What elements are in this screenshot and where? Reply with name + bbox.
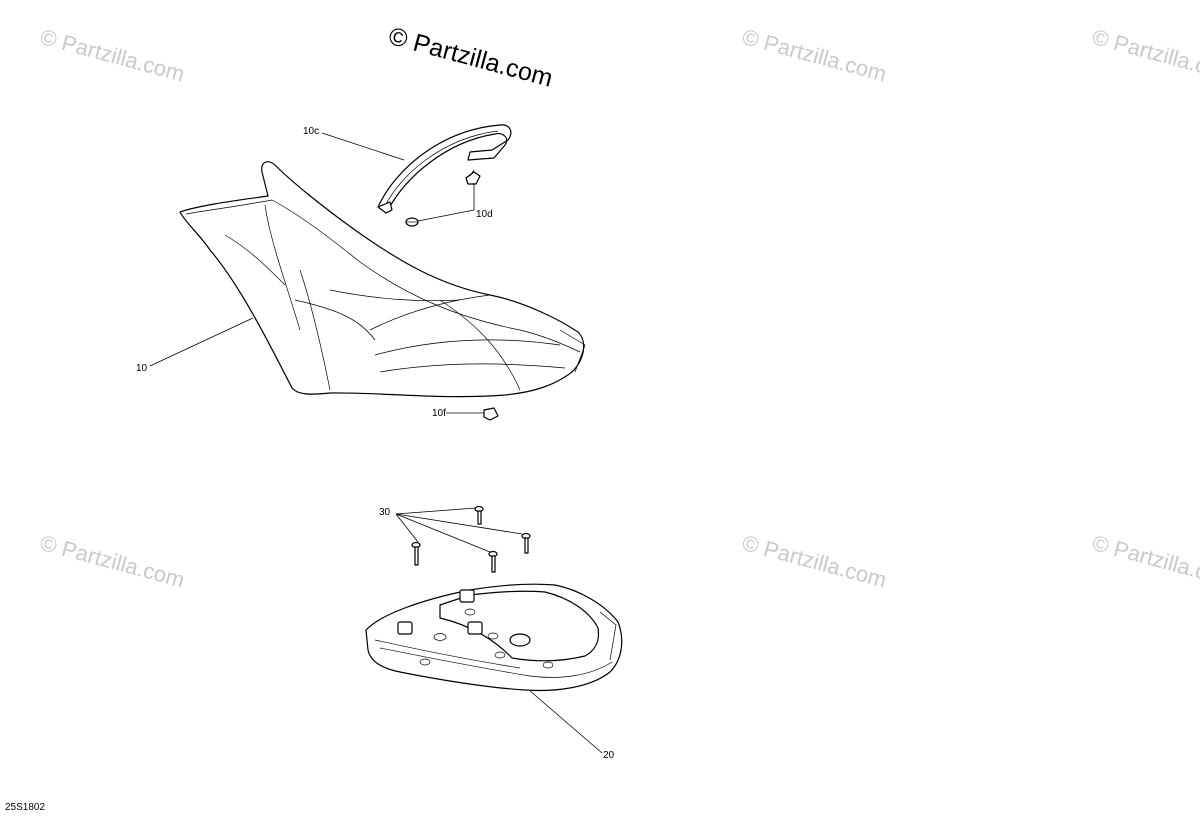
part-30-screws bbox=[411, 505, 531, 573]
callout-20: 20 bbox=[603, 750, 615, 761]
callout-10: 10 bbox=[136, 363, 148, 374]
callout-30: 30 bbox=[379, 507, 391, 518]
part-10-seat bbox=[179, 161, 586, 398]
callout-10c: 10c bbox=[303, 126, 320, 137]
part-10d-clips bbox=[405, 169, 481, 227]
diagram-code: 25S1802 bbox=[5, 802, 46, 813]
callout-10d: 10d bbox=[476, 209, 493, 220]
leader-lines bbox=[149, 132, 603, 754]
part-10c-strap bbox=[377, 124, 512, 214]
part-20-rack bbox=[365, 583, 623, 692]
callout-10f: 10f bbox=[432, 408, 446, 419]
part-10f-clip bbox=[483, 407, 499, 421]
